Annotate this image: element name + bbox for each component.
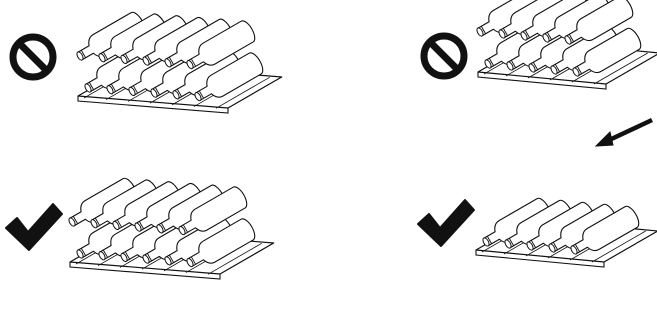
panel-bottom-right	[418, 198, 657, 267]
checkmark-icon	[418, 200, 474, 246]
prohibited-icon	[13, 37, 53, 77]
panel-top-right	[424, 0, 657, 146]
prohibited-slash	[431, 43, 457, 69]
checkmark-shape	[6, 204, 62, 250]
push-arrow-icon	[596, 120, 652, 146]
checkmark-shape	[418, 200, 474, 246]
panel-top-left	[13, 12, 282, 113]
arrow-head	[596, 132, 613, 146]
prohibited-slash	[20, 44, 46, 70]
panel-bottom-left	[6, 178, 274, 279]
prohibited-icon	[424, 36, 464, 76]
checkmark-icon	[6, 204, 62, 250]
